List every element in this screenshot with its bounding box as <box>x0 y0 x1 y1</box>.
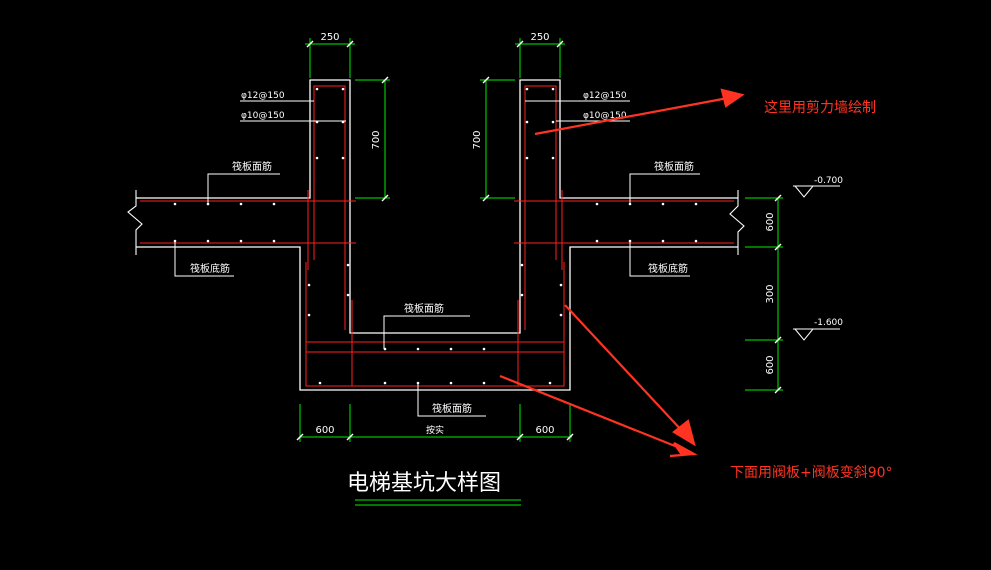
annotation-raft: 下面用阀板+阀板变斜90° <box>730 465 893 481</box>
title-underline <box>355 499 521 506</box>
dim-right-upper: 600 <box>765 212 776 231</box>
leader-lines <box>174 100 700 417</box>
rebar-dots <box>173 87 698 385</box>
annotation-shear-wall: 这里用剪力墙绘制 <box>764 100 876 116</box>
label-raft-bottom-right: 筏板底筋 <box>648 262 688 275</box>
elevation-lower: -1.600 <box>814 318 843 328</box>
dim-wall-height-right: 700 <box>472 130 483 149</box>
rebar-label-left-top: φ12@150 <box>241 91 285 101</box>
rebar-lines <box>140 85 734 387</box>
annotation-arrows <box>499 88 745 458</box>
dim-wall-width-left: 250 <box>320 32 339 43</box>
dimension-lines <box>299 38 783 442</box>
rebar-label-left-bottom: φ10@150 <box>241 111 285 121</box>
label-pit-bottom: 筏板面筋 <box>432 402 472 415</box>
drawing-title: 电梯基坑大样图 <box>347 471 501 496</box>
dim-bottom-right: 600 <box>535 425 554 436</box>
label-raft-top-right: 筏板面筋 <box>654 160 694 173</box>
label-raft-top-left: 筏板面筋 <box>232 160 272 173</box>
dimension-ticks <box>296 40 782 441</box>
dim-bottom-center: 按实 <box>426 424 444 436</box>
label-pit-top: 筏板面筋 <box>404 302 444 315</box>
dim-right-lower: 600 <box>765 355 776 374</box>
label-raft-bottom-left: 筏板底筋 <box>190 262 230 275</box>
dim-wall-width-right: 250 <box>530 32 549 43</box>
dim-bottom-left: 600 <box>315 425 334 436</box>
elevation-upper: -0.700 <box>814 176 843 186</box>
rebar-label-right-top: φ12@150 <box>583 91 627 101</box>
elevation-markers <box>793 185 840 341</box>
dim-right-middle: 300 <box>765 284 776 303</box>
concrete-outline <box>127 79 745 391</box>
rebar-label-right-bottom: φ10@150 <box>583 111 627 121</box>
dim-wall-height-left: 700 <box>371 130 382 149</box>
